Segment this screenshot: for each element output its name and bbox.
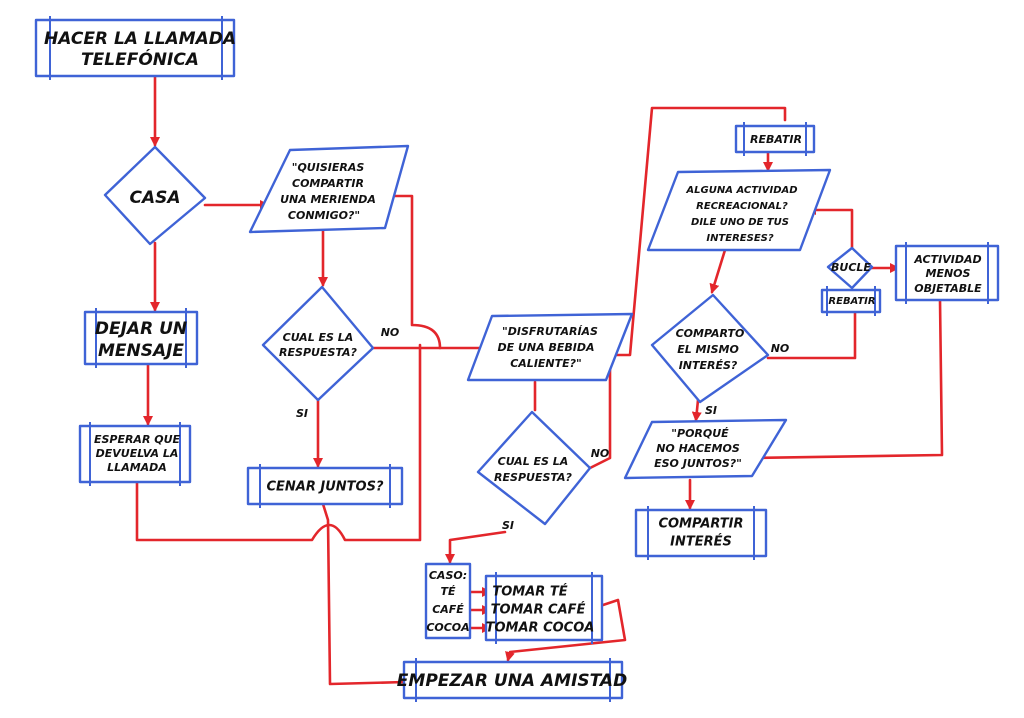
actividad-line-3: OBJETABLE xyxy=(914,282,982,295)
label-cual1-si: SI xyxy=(296,407,308,420)
node-cual-respuesta-2: CUAL ES LA RESPUESTA? xyxy=(476,410,592,526)
comparto-line-3: INTERÉS? xyxy=(679,359,738,372)
compartir-line-2: INTERÉS xyxy=(670,534,732,550)
cual2-line-1: CUAL ES LA xyxy=(498,455,569,468)
quisieras-line-2: COMPARTIR xyxy=(292,177,364,190)
node-porque: "PORQUÉ NO HACEMOS ESO JUNTOS?" xyxy=(623,418,788,480)
node-actividad-menos: ACTIVIDAD MENOS OBJETABLE xyxy=(894,242,1000,304)
label-cual1-no: NO xyxy=(381,326,400,339)
node-tomar: TOMAR TÉ TOMAR CAFÉ TOMAR COCOA xyxy=(484,572,604,644)
start-line-2: TELEFÓNICA xyxy=(81,48,199,70)
node-comparto-interes: COMPARTO EL MISMO INTERÉS? xyxy=(650,293,770,404)
alguna-line-4: INTERESES? xyxy=(706,233,774,244)
dejar-line-1: DEJAR UN xyxy=(95,319,187,339)
edge-actividad-to-porque xyxy=(750,298,944,463)
tomar-line-2: TOMAR CAFÉ xyxy=(491,602,586,618)
caso-line-1: CASO: xyxy=(429,569,467,582)
porque-line-3: ESO JUNTOS?" xyxy=(654,457,742,470)
edge-alguna-to-comparto xyxy=(709,248,727,294)
alguna-line-3: DILE UNO DE TUS xyxy=(691,217,789,228)
dejar-line-2: MENSAJE xyxy=(98,341,184,361)
cenar-label: CENAR JUNTOS? xyxy=(267,480,384,495)
edge-quisieras-loop xyxy=(393,194,442,350)
edge-cual2-si xyxy=(445,530,507,564)
node-compartir-interes: COMPARTIR INTERÉS xyxy=(634,506,768,560)
porque-line-1: "PORQUÉ xyxy=(671,427,729,440)
rebatir-top-label: REBATIR xyxy=(750,133,802,146)
casa-label: CASA xyxy=(129,188,180,208)
node-start: HACER LA LLAMADA TELEFÓNICA xyxy=(34,16,236,80)
tomar-line-1: TOMAR TÉ xyxy=(492,584,567,600)
node-rebatir-loop: REBATIR xyxy=(820,286,882,316)
node-rebatir-top: REBATIR xyxy=(734,122,816,156)
actividad-line-2: MENOS xyxy=(926,267,971,280)
quisieras-line-4: CONMIGO?" xyxy=(288,209,360,222)
label-comparto-no: NO xyxy=(771,342,790,355)
node-quisieras: "QUISIERAS COMPARTIR UNA MERIENDA CONMIG… xyxy=(248,144,410,234)
edge-cual2-no xyxy=(588,106,787,470)
node-caso: CASO: TÉ CAFÉ COCOA xyxy=(424,562,472,640)
esperar-line-3: LLAMADA xyxy=(107,461,167,474)
amistad-label: EMPEZAR UNA AMISTAD xyxy=(397,671,627,691)
alguna-line-1: ALGUNA ACTIVIDAD xyxy=(685,185,797,196)
comparto-line-1: COMPARTO xyxy=(676,327,745,340)
node-cenar: CENAR JUNTOS? xyxy=(246,464,404,508)
cual1-line-2: RESPUESTA? xyxy=(279,346,358,359)
node-dejar-mensaje: DEJAR UN MENSAJE xyxy=(83,308,199,368)
tomar-line-3: TOMAR COCOA xyxy=(486,621,595,636)
esperar-line-2: DEVUELVA LA xyxy=(96,447,179,460)
edge-comparto-si xyxy=(691,398,702,422)
caso-line-4: COCOA xyxy=(426,621,469,634)
cual1-line-1: CUAL ES LA xyxy=(283,331,354,344)
start-line-1: HACER LA LLAMADA xyxy=(44,29,236,49)
node-bucle: BUCLE xyxy=(826,246,874,290)
rebatir-loop-label: REBATIR xyxy=(828,296,875,307)
node-empezar-amistad: EMPEZAR UNA AMISTAD xyxy=(397,658,627,702)
cual2-line-2: RESPUESTA? xyxy=(494,471,573,484)
comparto-line-2: EL MISMO xyxy=(677,343,739,356)
quisieras-line-1: "QUISIERAS xyxy=(292,161,365,174)
alguna-line-2: RECREACIONAL? xyxy=(696,201,788,212)
caso-line-3: CAFÉ xyxy=(432,603,464,616)
label-cual2-no: NO xyxy=(591,447,610,460)
caso-line-2: TÉ xyxy=(440,585,456,598)
edge-bucle-to-alguna xyxy=(806,205,854,250)
disfrutarias-line-2: DE UNA BEBIDA xyxy=(498,341,595,354)
porque-line-2: NO HACEMOS xyxy=(656,442,740,455)
node-casa: CASA xyxy=(103,145,207,246)
disfrutarias-line-3: CALIENTE?" xyxy=(510,357,582,370)
actividad-line-1: ACTIVIDAD xyxy=(913,253,981,266)
disfrutarias-line-1: "DISFRUTARÍAS xyxy=(502,325,598,338)
node-disfrutarias: "DISFRUTARÍAS DE UNA BEBIDA CALIENTE?" xyxy=(466,312,634,382)
bucle-label: BUCLE xyxy=(831,261,871,274)
edge-comparto-no xyxy=(766,310,857,360)
edge-labels: NO SI NO SI NO SI xyxy=(296,326,789,532)
esperar-line-1: ESPERAR QUE xyxy=(94,433,181,446)
edge-cenar-to-amistad xyxy=(321,502,407,686)
edge-tomar-to-amistad xyxy=(505,598,627,662)
node-cual-respuesta-1: CUAL ES LA RESPUESTA? xyxy=(261,285,375,402)
label-cual2-si: SI xyxy=(502,519,514,532)
node-alguna-actividad: ALGUNA ACTIVIDAD RECREACIONAL? DILE UNO … xyxy=(646,168,832,252)
label-comparto-si: SI xyxy=(705,404,717,417)
node-esperar: ESPERAR QUE DEVUELVA LA LLAMADA xyxy=(78,422,192,486)
quisieras-line-3: UNA MERIENDA xyxy=(280,193,376,206)
compartir-line-1: COMPARTIR xyxy=(658,517,743,532)
